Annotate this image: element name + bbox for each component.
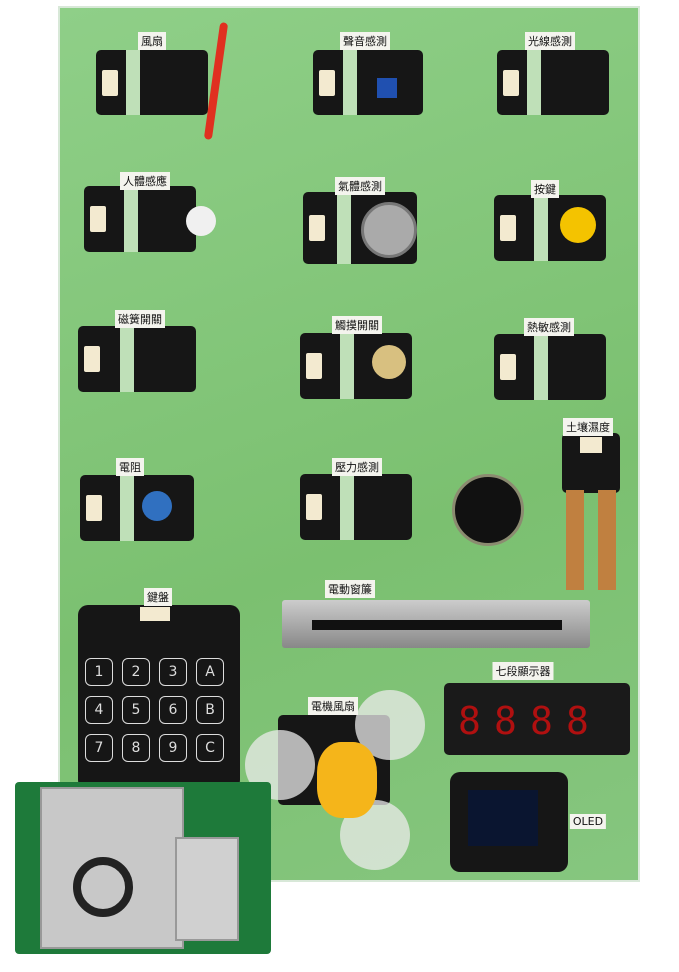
oled-module [450, 772, 568, 872]
keypad-key[interactable]: A [196, 658, 224, 686]
keypad-key[interactable]: 8 [122, 734, 150, 762]
air-quality-sensor-board [15, 782, 271, 954]
button-module [494, 195, 606, 261]
light-sensor-module [497, 50, 609, 115]
label-pir: 人體感應 [120, 172, 170, 190]
label-reed: 磁簧開關 [115, 310, 165, 328]
label-sound: 聲音感測 [340, 32, 390, 50]
digit: 8 [494, 699, 517, 743]
digit: 8 [458, 699, 481, 743]
pressure-pad [452, 474, 524, 546]
keypad-key[interactable]: 2 [122, 658, 150, 686]
label-thermal: 熱敏感測 [524, 318, 574, 336]
reed-switch-module [78, 326, 196, 392]
keypad-key[interactable]: C [196, 734, 224, 762]
label-fan: 風扇 [138, 32, 166, 50]
label-curtain: 電動窗簾 [325, 580, 375, 598]
keypad-key[interactable]: 5 [122, 696, 150, 724]
gas-sensor-module [303, 192, 417, 264]
digit: 8 [530, 699, 553, 743]
touch-switch-module [300, 333, 412, 399]
label-pressure: 壓力感測 [332, 458, 382, 476]
label-resistor: 電阻 [116, 458, 144, 476]
seven-segment-display: 8 8 8 8 [444, 683, 630, 755]
keypad-key[interactable]: 9 [159, 734, 187, 762]
thermal-sensor-module [494, 334, 606, 400]
label-oled: OLED [569, 814, 607, 829]
keypad-key[interactable]: 6 [159, 696, 187, 724]
resistor-module [80, 475, 194, 541]
keypad-key[interactable]: 7 [85, 734, 113, 762]
label-soil: 土壤濕度 [563, 418, 613, 436]
label-gas: 氣體感測 [335, 177, 385, 195]
label-touch: 觸摸開關 [332, 316, 382, 334]
soil-moisture-module [562, 433, 620, 493]
soil-probe [566, 490, 616, 590]
label-light: 光線感測 [525, 32, 575, 50]
digit: 8 [566, 699, 589, 743]
label-keypad: 鍵盤 [144, 588, 172, 606]
label-button: 按鍵 [531, 180, 559, 198]
keypad-key[interactable]: B [196, 696, 224, 724]
pir-sensor-module [84, 186, 216, 252]
fan-module [96, 50, 208, 115]
keypad-key[interactable]: 4 [85, 696, 113, 724]
curtain-slider [282, 600, 590, 648]
label-motor-fan: 電機風扇 [308, 697, 358, 715]
keypad-key[interactable]: 3 [159, 658, 187, 686]
pressure-sensor-module [300, 474, 412, 540]
label-seven-seg: 七段顯示器 [492, 662, 554, 680]
sound-sensor-module [313, 50, 423, 115]
fan-propeller [245, 690, 425, 870]
keypad-key[interactable]: 1 [85, 658, 113, 686]
